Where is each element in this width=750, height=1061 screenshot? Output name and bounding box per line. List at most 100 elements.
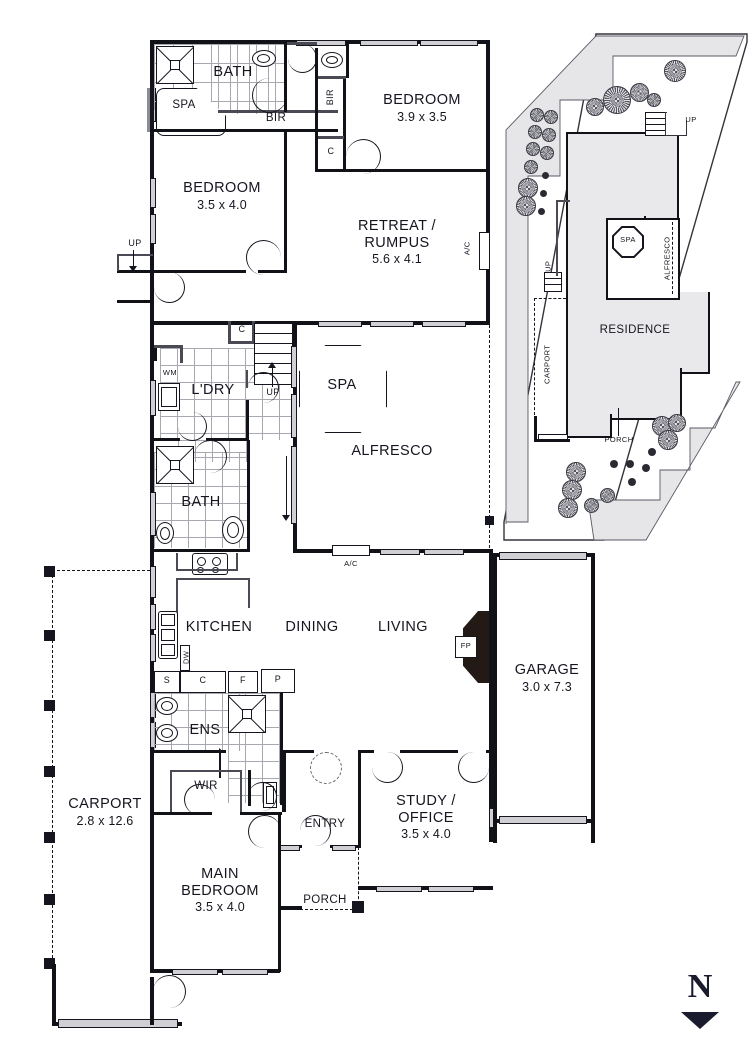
toilet-mid-bowl (160, 527, 170, 540)
door-study (372, 752, 403, 783)
wall-ens-angled (219, 748, 255, 778)
door-bath-mid (194, 440, 227, 473)
wall-bath-right (284, 40, 287, 112)
site-path-wall (556, 200, 558, 276)
kitchen-bench-left (176, 578, 178, 618)
carport-opening (58, 1019, 178, 1028)
garage-door-top (499, 552, 587, 560)
wall-main-bed-right (278, 812, 281, 972)
wall-porch-front (278, 906, 302, 910)
door-laundry (178, 412, 207, 441)
site-residence-main (566, 292, 710, 374)
shrub-10 (600, 488, 615, 503)
tree-5 (518, 178, 538, 198)
carport-boundary-top (52, 570, 150, 571)
spa-alfresco-octagon (299, 345, 387, 433)
room-entry: ENTRY (304, 818, 346, 830)
shrub-8 (524, 160, 538, 174)
cabinet-p (261, 669, 295, 693)
room-bath-mid: BATH (181, 494, 221, 510)
tree-11 (562, 480, 582, 500)
skylight-dome (310, 752, 342, 784)
wall-stair-landing (246, 370, 248, 388)
carport-post-2 (44, 630, 55, 641)
wall-wir-bottom-a (150, 812, 212, 815)
wall-study-left (358, 750, 361, 848)
plant-dot-1 (542, 172, 549, 179)
marker-fp: FP (460, 641, 472, 650)
marker-cupboard-mid: C (238, 324, 246, 334)
dishwasher (180, 645, 190, 671)
window-ldry (150, 380, 156, 416)
plant-dot-3 (538, 208, 545, 215)
wall-bath-mid-right (247, 440, 250, 552)
shrub-4 (528, 125, 542, 139)
ac-unit-living (332, 545, 370, 556)
room-garage: GARAGE 3.0 x 7.3 (514, 662, 580, 694)
wall-ldry-nook-left (154, 345, 157, 361)
room-carport: CARPORT 2.8 x 12.6 (68, 796, 142, 828)
wall-c-mid-bottom (228, 341, 254, 344)
room-retreat: RETREAT / RUMPUS 5.6 x 4.1 (358, 218, 436, 267)
window-upper-bottom-2 (370, 321, 414, 327)
room-living: LIVING (378, 619, 428, 635)
site-label-porch: PORCH (604, 435, 634, 444)
basin-upper-bath-bowl (257, 54, 270, 63)
wall-bedroom-left-bottom-a (150, 270, 246, 273)
site-carport-wall-left (534, 416, 537, 442)
garage-door-bottom (499, 816, 587, 824)
kitchen-bench-top (176, 569, 238, 571)
alfresco-boundary-dashed (489, 325, 490, 553)
door-ldry-stairs (248, 372, 279, 403)
fireplace-hearth (455, 636, 477, 658)
room-bedroom-top: BEDROOM 3.9 x 3.5 (383, 92, 461, 124)
wall-c-bottom (315, 169, 346, 172)
shrub-2 (530, 108, 544, 122)
alfresco-arrow-stem (286, 456, 288, 518)
site-residence-lower (566, 368, 682, 420)
porch-edge-dashed (358, 847, 359, 909)
shrub-5 (542, 128, 556, 142)
wall-hall-bottom (260, 812, 282, 815)
cabinet-f-label: F (240, 675, 246, 685)
tree-1 (664, 60, 686, 82)
up-stair-head (268, 362, 276, 368)
carport-post-6 (44, 894, 55, 905)
kitchen-bench-right (248, 578, 250, 608)
window-entry-side-1 (280, 845, 300, 851)
room-bir-upper-mid: BIR (324, 89, 335, 106)
porch-post (352, 901, 364, 913)
cabinet-c (180, 671, 226, 693)
wall-wir-bottom-b (240, 812, 260, 815)
north-arrow: N (660, 968, 740, 1048)
wall-study-top-b (400, 750, 458, 753)
wall-wc-right (346, 42, 349, 78)
cabinet-s-label: S (163, 675, 171, 685)
shrub-6 (526, 142, 540, 156)
room-study: STUDY / OFFICE 3.5 x 4.0 (396, 793, 456, 842)
marker-ac-retreat: A/C (462, 241, 472, 256)
site-carport-wall-bottom (534, 439, 570, 442)
wall-ldry-bottom-a (154, 438, 180, 441)
room-alfresco: ALFRESCO (351, 443, 433, 459)
door-bedroom-left (246, 240, 281, 275)
wall-corridor-top2 (117, 254, 153, 256)
tree-9 (658, 430, 678, 450)
wall-ldry-bottom-b (206, 438, 248, 441)
site-label-spa: SPA (620, 235, 636, 244)
wall-bir-mid-right (343, 78, 346, 172)
site-label-carport: CARPORT (542, 344, 552, 384)
ens-basin-bowl (161, 701, 173, 711)
kitchen-bench-edge-2 (236, 553, 238, 571)
room-ensuite: ENS (189, 722, 221, 738)
window-upper-top-3 (420, 40, 478, 46)
room-porch: PORCH (303, 894, 347, 906)
spa-upper-edge (150, 86, 154, 134)
wall-corridor-left (117, 255, 119, 271)
wall-carport-right-lower (150, 977, 154, 1025)
shower-waste-upper (170, 60, 180, 70)
spa-upper-window (147, 88, 150, 132)
up-left-arrow-stem (133, 250, 135, 269)
door-wir (184, 784, 215, 815)
